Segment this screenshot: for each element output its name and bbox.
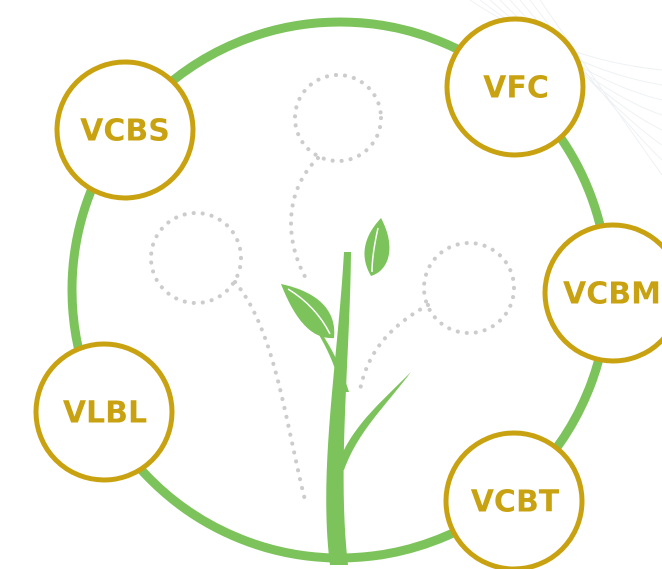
dotted-stem-right [358,303,430,392]
plant-branch-right [336,372,411,470]
node-vfc[interactable]: VFC [444,16,586,158]
plant-sprout [281,218,411,565]
node-vcbt[interactable]: VCBT [443,430,585,569]
plant-leaf-left-vein [287,288,331,335]
plant-branch-left [290,298,349,392]
dotted-circle-right [422,241,516,335]
node-vcbm-circle [542,222,662,364]
node-vfc-circle [444,16,586,158]
node-vcbs-circle [54,59,196,201]
plant-stem [326,252,351,565]
dotted-seed-circles [149,73,516,502]
node-vlbl-label: VLBL [63,396,147,431]
plant-leaf-top-vein [371,227,379,273]
node-vcbm-label: VCBM [563,277,661,312]
dotted-circle-top [293,73,383,163]
dotted-circle-left [149,211,243,305]
node-vcbs[interactable]: VCBS [54,59,196,201]
dotted-stem-left [233,280,307,502]
node-vcbm[interactable]: VCBM [542,222,662,364]
node-vlbl[interactable]: VLBL [33,341,175,483]
node-vcbs-label: VCBS [80,114,170,149]
plant-leaf-left [281,284,335,339]
node-vlbl-circle [33,341,175,483]
node-vfc-label: VFC [483,71,549,106]
node-vcbt-label: VCBT [471,485,560,520]
dotted-stem-top [289,156,320,284]
plant-leaf-top [364,218,390,276]
node-vcbt-circle [443,430,585,569]
